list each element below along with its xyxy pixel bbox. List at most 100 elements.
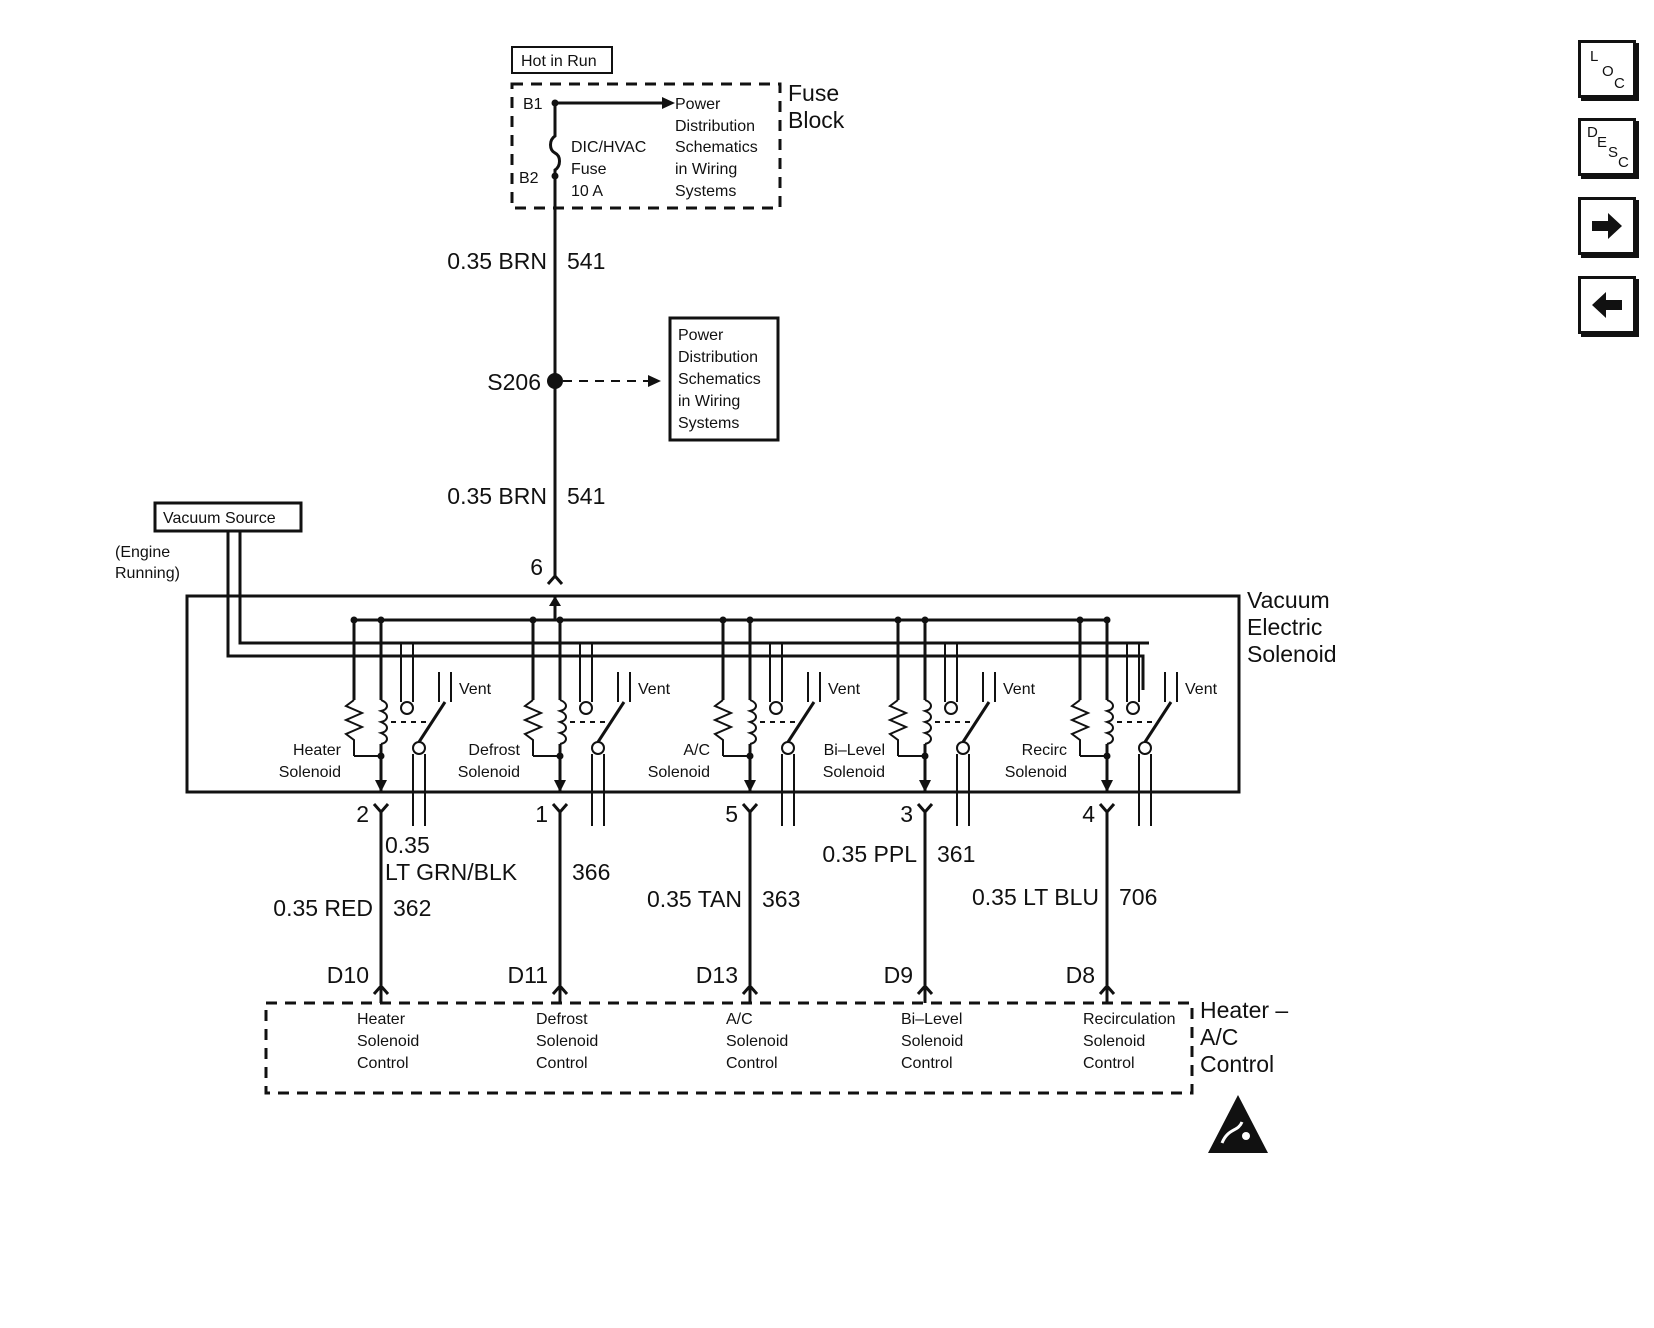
switch-blade: [786, 701, 816, 743]
vacuum-condition-1: (Engine: [115, 544, 170, 561]
loc-letter-c: C: [1614, 75, 1625, 92]
loc-letter-o: O: [1602, 63, 1614, 80]
switch-pivot: [781, 741, 795, 755]
control-item-line-3: Control: [726, 1055, 778, 1072]
switch-pivot: [1138, 741, 1152, 755]
join-node: [556, 752, 564, 760]
pin-connector: [551, 803, 569, 815]
coil-symbol: [1103, 699, 1114, 745]
solenoid-pin: 2: [356, 801, 369, 827]
vacuum-port-tube: [579, 643, 593, 702]
vent-label: Vent: [1185, 681, 1218, 698]
vacuum-port-tube: [944, 643, 958, 702]
pin-connector: [372, 803, 390, 815]
vacuum-port-tube: [1126, 643, 1140, 702]
switch-pivot: [412, 741, 426, 755]
solenoid-name-line-2: Solenoid: [279, 764, 341, 781]
output-arrow: [1101, 780, 1113, 792]
control-item-line-2: Solenoid: [726, 1033, 788, 1050]
vacuum-hose-inner: [238, 531, 1149, 645]
wire-circuit: 706: [1119, 884, 1157, 910]
pin-6-connector: [546, 573, 564, 585]
wire-gauge: 0.35 PPL: [822, 841, 917, 867]
vacuum-source-label: Vacuum Source: [163, 510, 276, 527]
solenoid-unit: [887, 616, 996, 1003]
arrow-right-icon: [1592, 213, 1622, 239]
power-dist-2-line-2: Distribution: [678, 349, 758, 366]
desc-letter-d: D: [1587, 124, 1598, 141]
trunk-upper-gauge: 0.35 BRN: [447, 248, 547, 274]
coil-symbol: [921, 699, 932, 745]
solenoid-unit: [522, 616, 631, 1003]
vacuum-port-seat: [1126, 701, 1140, 715]
solenoid-pin: 1: [535, 801, 548, 827]
vent-tube: [982, 672, 996, 702]
desc-letter-s: S: [1608, 144, 1619, 161]
splice-s206: [547, 373, 563, 389]
solenoid-pin: 5: [725, 801, 738, 827]
switch-blade: [596, 701, 626, 743]
join-node: [746, 752, 754, 760]
wire-gauge-line-2: LT GRN/BLK: [385, 859, 518, 885]
switch-blade: [961, 701, 991, 743]
vent-tube: [807, 672, 821, 702]
control-item-line-2: Solenoid: [357, 1033, 419, 1050]
control-connector-label: D13: [696, 962, 738, 988]
next-button[interactable]: [1578, 197, 1636, 255]
solenoid-block-title-3: Solenoid: [1247, 641, 1337, 667]
fuse-name-line-3: 10 A: [571, 183, 603, 200]
control-item-line-1: Recirculation: [1083, 1011, 1175, 1028]
coil-symbol: [377, 699, 388, 745]
fuse-name-line-2: Fuse: [571, 161, 607, 178]
control-module-outline: [264, 1001, 1194, 1095]
vent-tube: [1164, 672, 1178, 702]
resistor-symbol: [343, 699, 365, 756]
hot-in-run-box: [511, 46, 613, 74]
solenoid-pin: 3: [900, 801, 913, 827]
vacuum-port-seat: [579, 701, 593, 715]
power-dist-1-line-5: Systems: [675, 183, 736, 200]
join-node: [1103, 752, 1111, 760]
solenoid-block-title-1: Vacuum: [1247, 587, 1330, 613]
control-item-line-1: A/C: [726, 1011, 753, 1028]
vacuum-port-seat: [769, 701, 783, 715]
power-dist-2-box: [668, 316, 780, 442]
prev-button[interactable]: [1578, 276, 1636, 334]
control-connector-label: D10: [327, 962, 369, 988]
control-title-2: A/C: [1200, 1024, 1238, 1050]
switch-pivot: [956, 741, 970, 755]
control-connector-label: D8: [1066, 962, 1095, 988]
desc-letter-c: C: [1618, 154, 1629, 171]
fuse-block-label-2: Block: [788, 107, 845, 133]
loc-button[interactable]: L O C: [1578, 40, 1636, 98]
wire-gauge: 0.35 LT BLU: [972, 884, 1099, 910]
trunk-pin-6: 6: [530, 554, 543, 580]
wire-circuit: 362: [393, 895, 431, 921]
control-title-1: Heater –: [1200, 997, 1288, 1023]
wire-gauge-line-1: 0.35: [385, 832, 430, 858]
desc-button[interactable]: D E S C: [1578, 118, 1636, 176]
wire-circuit: 361: [937, 841, 975, 867]
coil-symbol: [746, 699, 757, 745]
power-dist-2-line-5: Systems: [678, 415, 739, 432]
control-item-line-1: Bi–Level: [901, 1011, 962, 1028]
control-item-line-3: Control: [901, 1055, 953, 1072]
solenoid-unit: [343, 616, 452, 1003]
trunk-upper-circuit: 541: [567, 248, 605, 274]
fuse-terminal-b2: B2: [519, 170, 539, 187]
power-dist-1-line-2: Distribution: [675, 118, 755, 135]
solenoid-block-outline: [185, 594, 1241, 794]
vent-tube: [617, 672, 631, 702]
resistor-symbol: [712, 699, 734, 756]
vacuum-port-tube: [400, 643, 414, 702]
fuse-symbol: [549, 103, 561, 176]
control-item-line-3: Control: [357, 1055, 409, 1072]
vent-label: Vent: [459, 681, 492, 698]
fuse-name-line-1: DIC/HVAC: [571, 139, 646, 156]
solenoid-name-line-1: Bi–Level: [824, 742, 885, 759]
hot-in-run-label: Hot in Run: [521, 53, 597, 70]
power-dist-2-line-3: Schematics: [678, 371, 761, 388]
solenoid-name-line-1: A/C: [683, 742, 710, 759]
join-node: [921, 752, 929, 760]
trunk-lower-circuit: 541: [567, 483, 605, 509]
